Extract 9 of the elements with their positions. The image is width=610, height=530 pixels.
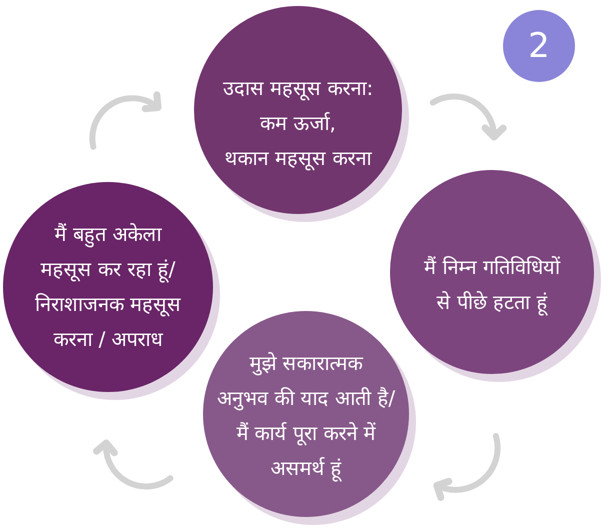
curved-arrow xyxy=(89,91,162,150)
curved-arrow xyxy=(94,440,174,490)
circle-text: मुझे सकारात्मक अनुभव की याद आती है/ मैं कार्य पूरा करने में असमर्थ हूं xyxy=(216,350,396,484)
circle-text: उदास महसूस करना: कम ऊर्जा, थकान महसूस करना xyxy=(222,74,374,172)
step-number: 2 xyxy=(528,26,550,66)
curved-arrow xyxy=(433,433,501,501)
circle-text: मैं बहुत अकेला महसूस कर रहा हूं/ निराशाजनक महसूस करना / अपराध xyxy=(34,221,182,353)
curved-arrow xyxy=(430,94,506,140)
circle-text: मैं निम्न गतिविधियों से पीछे हटता हूं xyxy=(424,254,560,318)
